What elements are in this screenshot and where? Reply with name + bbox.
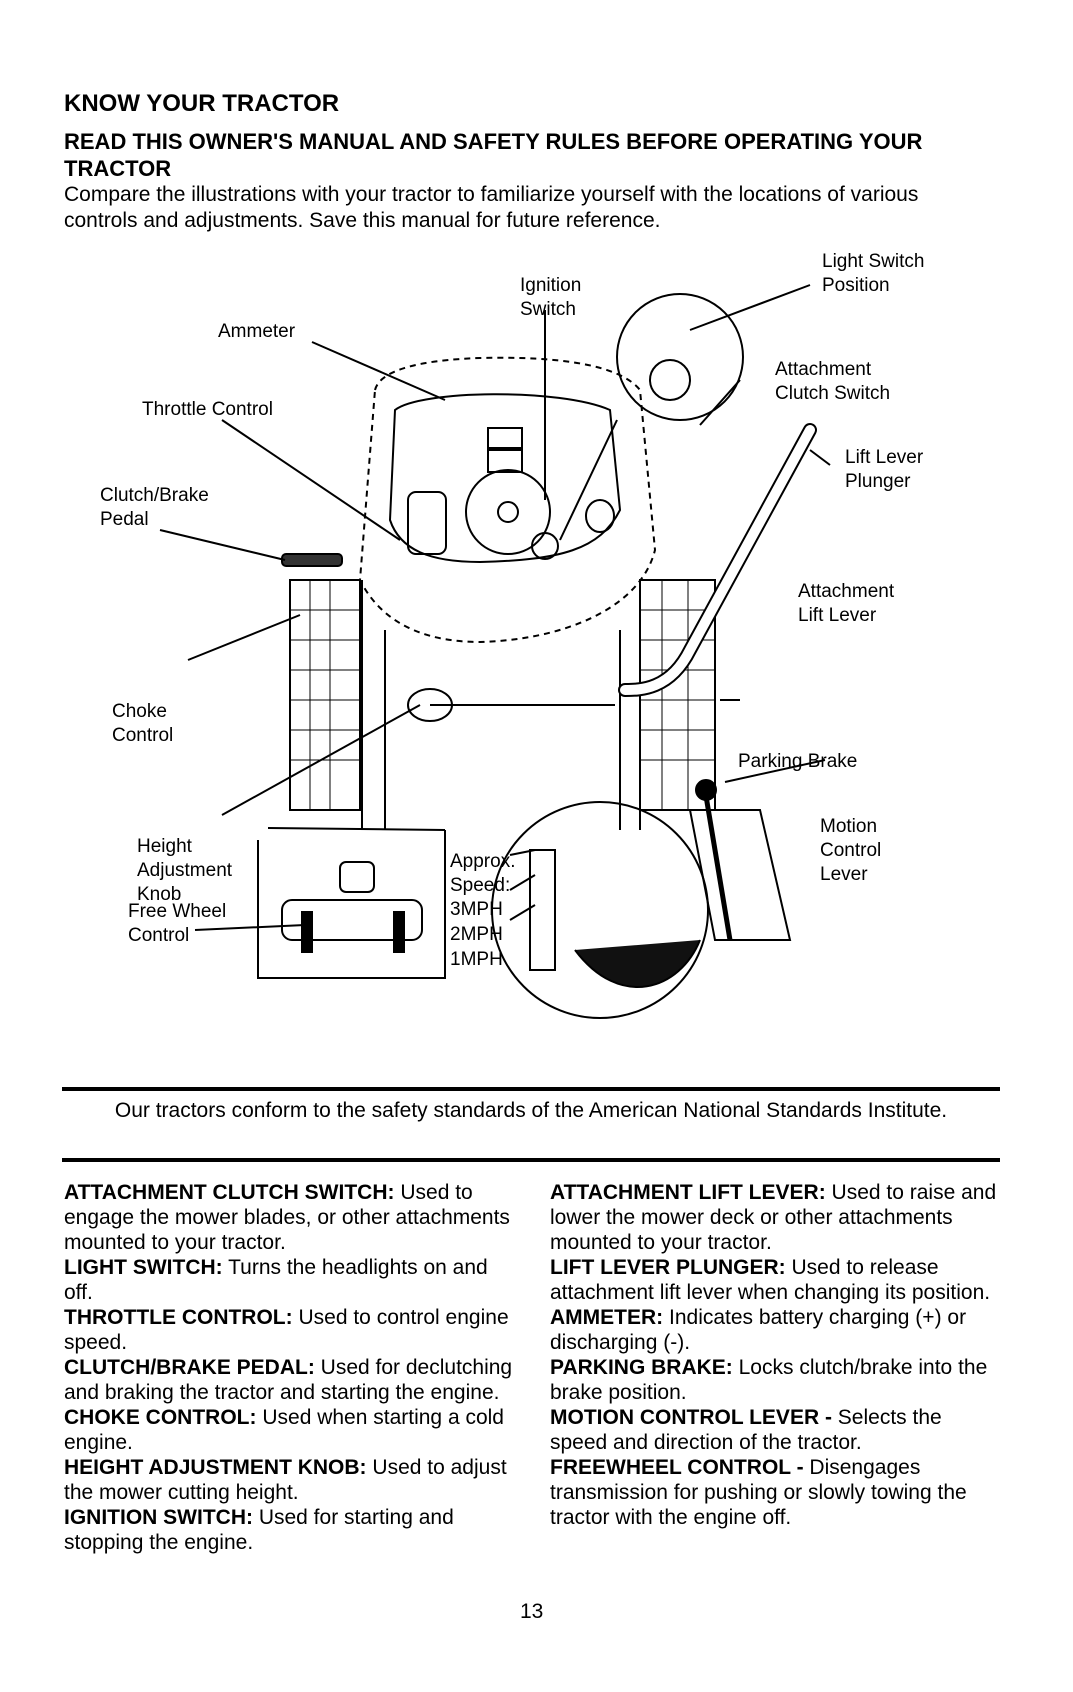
definition-item: IGNITION SWITCH: Used for starting and s…: [64, 1505, 516, 1555]
definition-desc: Used for declutching and braking the tra…: [64, 1356, 513, 1404]
definition-desc: Indicates battery charging (+) or discha…: [550, 1306, 967, 1354]
definition-desc: Used for starting and stopping the engin…: [64, 1506, 454, 1554]
label-parking-brake: Parking Brake: [738, 751, 858, 772]
left-definitions: ATTACHMENT CLUTCH SWITCH: Used to engage…: [64, 1180, 516, 1555]
page-subtitle: READ THIS OWNER'S MANUAL AND SAFETY RULE…: [64, 129, 923, 181]
definition-desc: Turns the headlights on and off.: [64, 1256, 488, 1304]
label-light-switch: Light Switch Position: [822, 251, 925, 296]
definition-item: CLUTCH/BRAKE PEDAL: Used for declutching…: [64, 1355, 516, 1405]
definition-term: IGNITION SWITCH:: [64, 1506, 253, 1529]
definition-desc: Disengages transmission for pushing or s…: [550, 1456, 967, 1529]
label-clutch-brake-pedal: Clutch/Brake Pedal: [100, 485, 209, 530]
page-title: KNOW YOUR TRACTOR: [64, 90, 340, 117]
label-free-wheel-control: Free Wheel Control: [128, 901, 227, 946]
ansi-note: Our tractors conform to the safety stand…: [114, 1099, 948, 1122]
label-throttle-control: Throttle Control: [142, 399, 273, 420]
right-definitions: ATTACHMENT LIFT LEVER: Used to raise and…: [550, 1180, 1000, 1530]
definition-desc: Used to control engine speed.: [64, 1306, 509, 1354]
intro-text: Compare the illustrations with your trac…: [64, 183, 919, 232]
definition-term: AMMETER:: [550, 1306, 664, 1329]
definition-item: MOTION CONTROL LEVER - Selects the speed…: [550, 1405, 1000, 1455]
divider-bottom: [62, 1158, 1000, 1162]
tractor-illustration: [159, 284, 831, 1019]
label-approx-speed: Approx. Speed:: [450, 851, 516, 896]
definition-term: MOTION CONTROL LEVER -: [550, 1406, 832, 1429]
definition-term: FREEWHEEL CONTROL -: [550, 1456, 804, 1479]
definition-term: ATTACHMENT CLUTCH SWITCH:: [64, 1181, 395, 1204]
definition-item: PARKING BRAKE: Locks clutch/brake into t…: [550, 1355, 1000, 1405]
definition-item: ATTACHMENT CLUTCH SWITCH: Used to engage…: [64, 1180, 516, 1255]
label-ignition-switch: Ignition Switch: [520, 275, 582, 320]
label-motion-control-lever: Motion Control Lever: [820, 816, 882, 885]
definition-term: THROTTLE CONTROL:: [64, 1306, 293, 1329]
definition-item: CHOKE CONTROL: Used when starting a cold…: [64, 1405, 516, 1455]
definition-desc: Locks clutch/brake into the brake positi…: [550, 1356, 988, 1404]
definition-item: LIFT LEVER PLUNGER: Used to release atta…: [550, 1255, 1000, 1305]
label-height-adjustment-knob: Height Adjustment Knob: [137, 836, 233, 905]
label-lift-lever-plunger: Lift Lever Plunger: [845, 447, 924, 492]
definition-desc: Used to release attachment lift lever wh…: [550, 1256, 991, 1304]
label-ammeter: Ammeter: [218, 321, 296, 342]
label-speed-3mph: 3MPH: [450, 899, 503, 920]
definition-desc: Used to adjust the mower cutting height.: [64, 1456, 507, 1504]
label-speed-1mph: 1MPH: [450, 949, 503, 970]
label-attachment-lift-lever: Attachment Lift Lever: [798, 581, 895, 626]
label-choke-control: Choke Control: [112, 701, 174, 746]
definition-term: ATTACHMENT LIFT LEVER:: [550, 1181, 826, 1204]
label-speed-2mph: 2MPH: [450, 924, 503, 945]
definition-item: THROTTLE CONTROL: Used to control engine…: [64, 1305, 516, 1355]
definition-term: CHOKE CONTROL:: [64, 1406, 257, 1429]
definition-item: LIGHT SWITCH: Turns the headlights on an…: [64, 1255, 516, 1305]
definition-item: ATTACHMENT LIFT LEVER: Used to raise and…: [550, 1180, 1000, 1255]
definition-desc: Used when starting a cold engine.: [64, 1406, 504, 1454]
label-attachment-clutch-switch: Attachment Clutch Switch: [775, 359, 891, 404]
definition-desc: Used to raise and lower the mower deck o…: [550, 1181, 997, 1254]
definition-item: HEIGHT ADJUSTMENT KNOB: Used to adjust t…: [64, 1455, 516, 1505]
definition-term: LIGHT SWITCH:: [64, 1256, 223, 1279]
definition-item: FREEWHEEL CONTROL - Disengages transmiss…: [550, 1455, 1000, 1530]
page-number: 13: [520, 1600, 544, 1623]
definition-term: CLUTCH/BRAKE PEDAL:: [64, 1356, 315, 1379]
definition-desc: Used to engage the mower blades, or othe…: [64, 1181, 510, 1254]
definition-term: LIFT LEVER PLUNGER:: [550, 1256, 786, 1279]
divider-top: [62, 1087, 1000, 1091]
tractor-diagram: Light Switch Position Ignition Switch Am…: [0, 250, 1073, 1080]
definition-desc: Selects the speed and direction of the t…: [550, 1406, 942, 1454]
definition-item: AMMETER: Indicates battery charging (+) …: [550, 1305, 1000, 1355]
definition-term: PARKING BRAKE:: [550, 1356, 733, 1379]
definition-term: HEIGHT ADJUSTMENT KNOB:: [64, 1456, 367, 1479]
